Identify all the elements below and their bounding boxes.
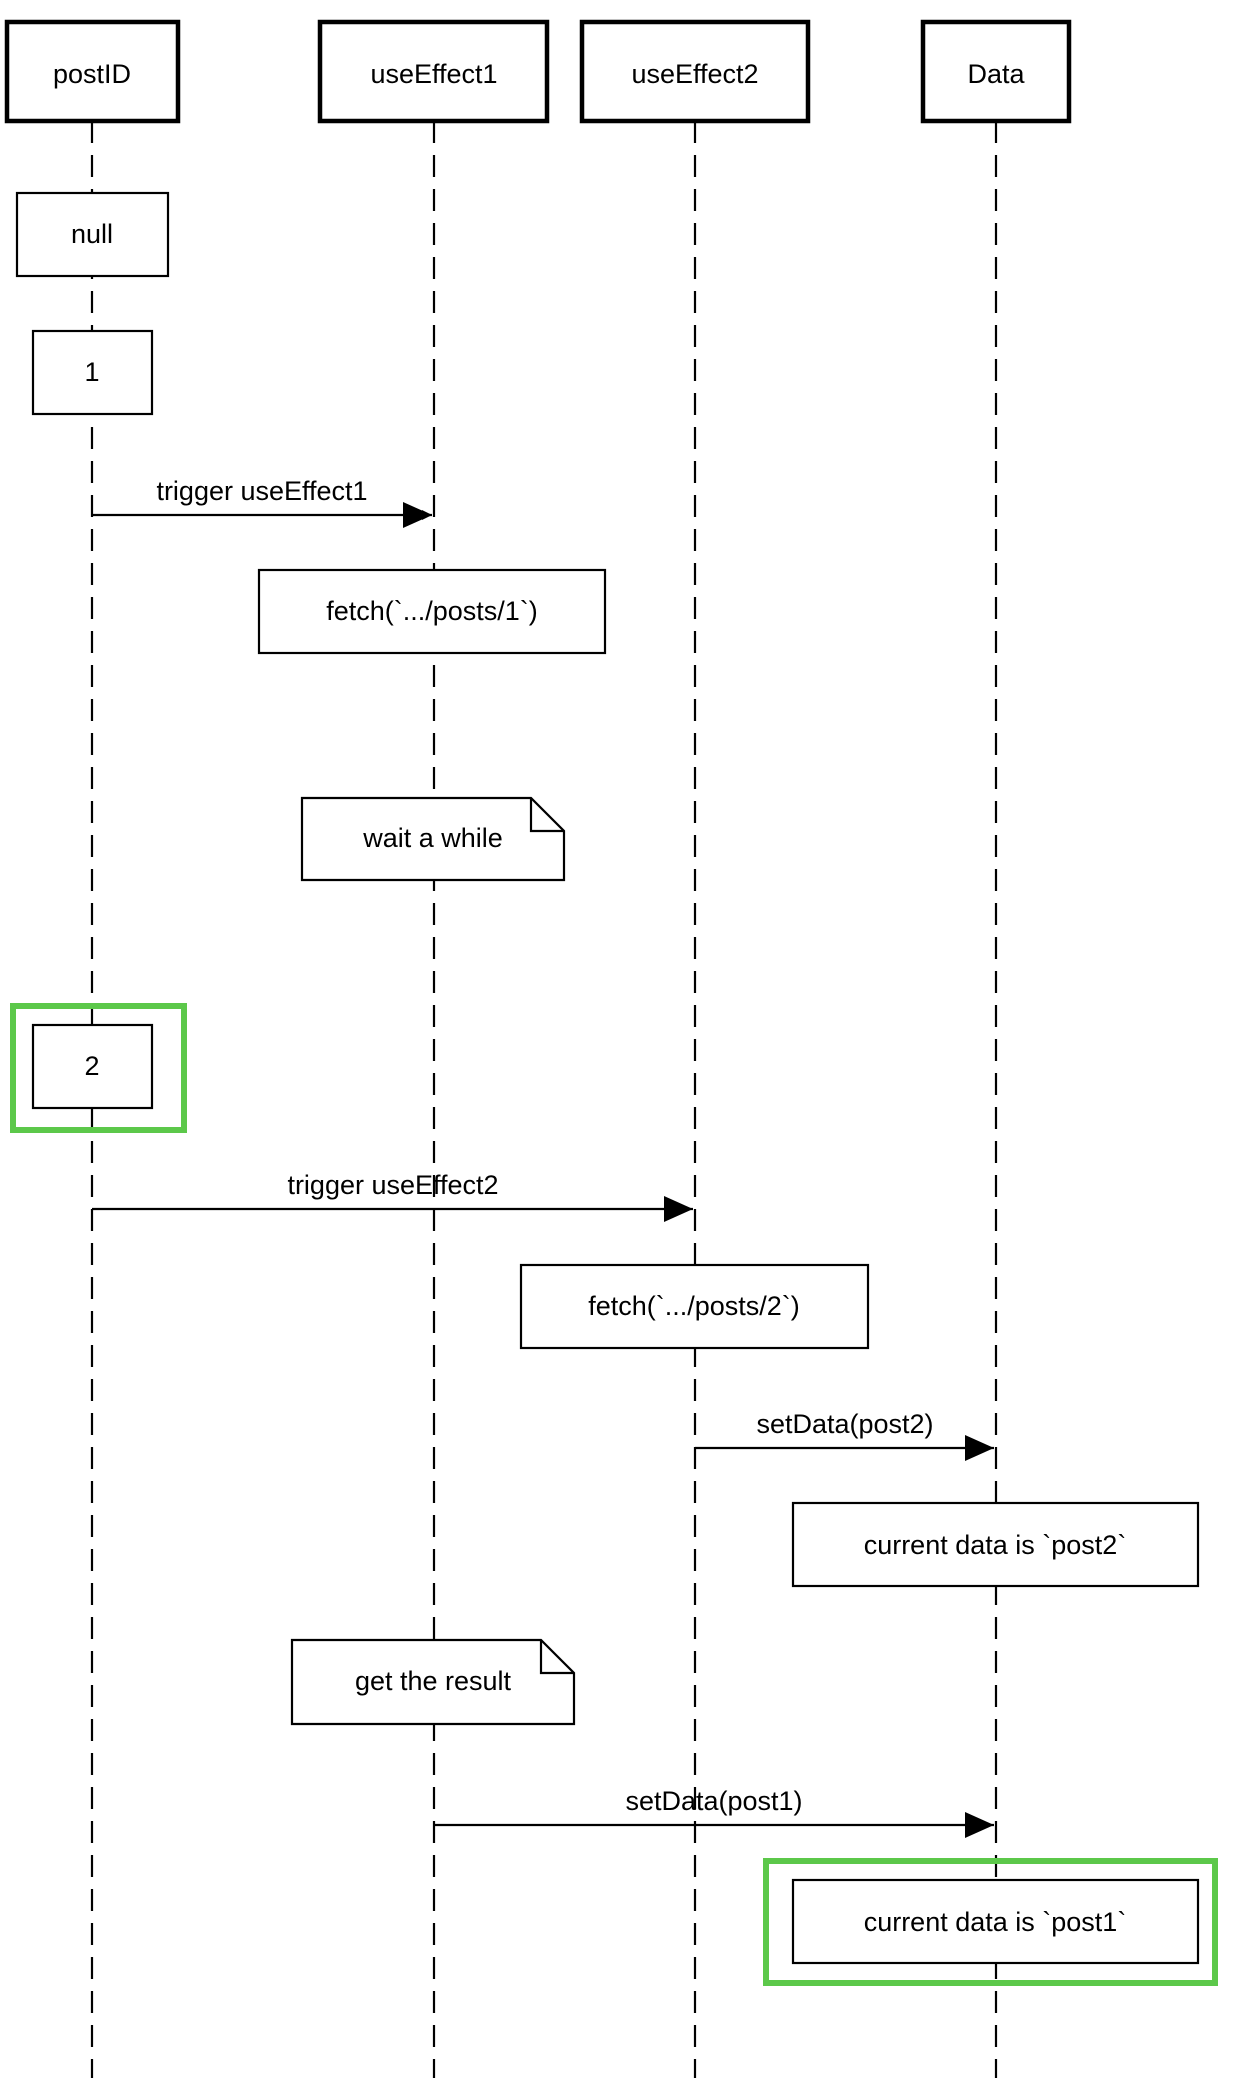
highlight-current-post1 (763, 1858, 1218, 1986)
state-box-fetch-post1: fetch(`.../posts/1`) (257, 568, 607, 655)
state-label: 2 (84, 1051, 99, 1081)
lifelines (90, 121, 998, 2078)
messages: trigger useEffect1 trigger useEffect2 se… (92, 476, 994, 1838)
state-boxes: null 1 2 fetch(`.../posts/1`) fetch(`...… (15, 191, 1200, 1965)
state-box-current-post2: current data is `post2` (791, 1501, 1200, 1588)
state-box-current-post1: current data is `post1` (791, 1878, 1200, 1965)
state-box-1: 1 (31, 329, 154, 416)
participant-data: Data (920, 19, 1072, 124)
highlights (10, 1003, 1218, 1986)
participant-useeffect1: useEffect1 (317, 19, 550, 124)
participant-postid: postID (4, 19, 181, 124)
participant-label: useEffect1 (370, 59, 497, 89)
state-box-2: 2 (31, 1023, 154, 1110)
participant-label: Data (967, 59, 1025, 89)
message-trigger-useeffect1: trigger useEffect1 (92, 476, 432, 528)
message-label: setData(post2) (756, 1409, 933, 1439)
highlight-state-2 (10, 1003, 187, 1133)
state-box-fetch-post2: fetch(`.../posts/2`) (519, 1263, 870, 1350)
message-label: trigger useEffect2 (287, 1170, 498, 1200)
message-label: setData(post1) (625, 1786, 802, 1816)
state-label: null (71, 219, 113, 249)
message-setdata-post2: setData(post2) (695, 1409, 994, 1461)
participant-headers: postID useEffect1 useEffect2 Data (4, 19, 1072, 124)
state-label: current data is `post2` (864, 1530, 1127, 1560)
participant-label: useEffect2 (631, 59, 758, 89)
note-label: get the result (355, 1666, 512, 1696)
state-label: fetch(`.../posts/2`) (588, 1291, 800, 1321)
state-label: 1 (84, 357, 99, 387)
state-label: current data is `post1` (864, 1907, 1127, 1937)
participant-useeffect2: useEffect2 (579, 19, 811, 124)
notes: wait a while get the result (290, 796, 576, 1726)
message-setdata-post1: setData(post1) (434, 1786, 994, 1838)
state-box-null: null (15, 191, 170, 278)
note-get-the-result: get the result (290, 1638, 576, 1726)
state-label: fetch(`.../posts/1`) (326, 596, 538, 626)
participant-label: postID (53, 59, 131, 89)
message-label: trigger useEffect1 (156, 476, 367, 506)
message-trigger-useeffect2: trigger useEffect2 (92, 1170, 693, 1222)
note-label: wait a while (362, 823, 503, 853)
note-wait-a-while: wait a while (300, 796, 566, 882)
